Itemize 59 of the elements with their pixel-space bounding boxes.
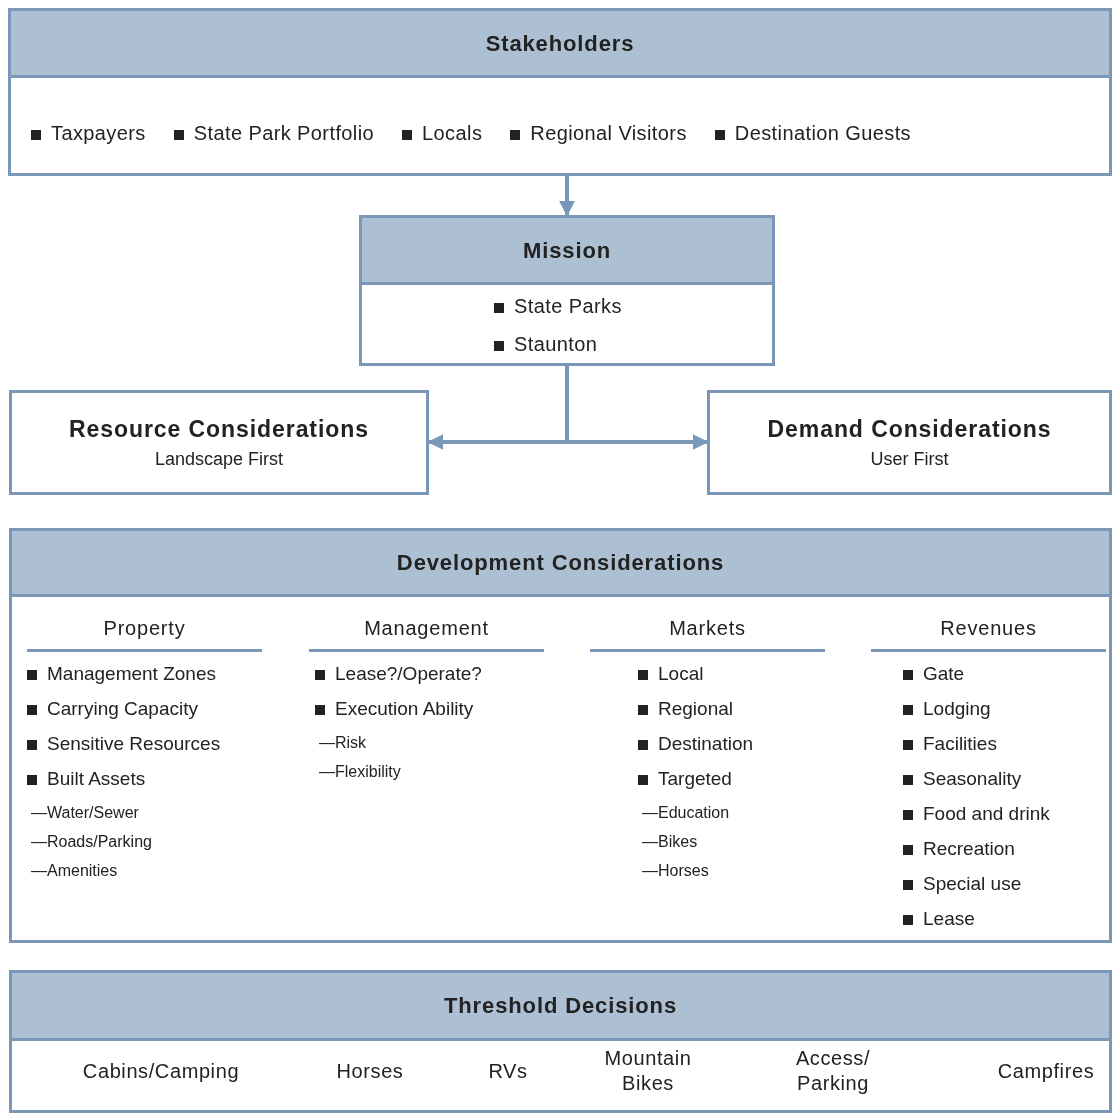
- list-item: Execution Ability: [315, 697, 544, 732]
- decision-item: Mountain Bikes: [603, 1046, 693, 1096]
- list-item: Management Zones: [27, 662, 262, 697]
- decision-item: Campfires: [997, 1058, 1095, 1084]
- list-item: Gate: [903, 662, 1106, 697]
- list-item: Locals: [402, 118, 483, 148]
- sub-item: —Education: [641, 803, 731, 823]
- list-item: Targeted: [638, 767, 825, 802]
- heading: Threshold Decisions: [443, 992, 678, 1020]
- column-heading: Markets: [590, 613, 825, 652]
- panel-box: [8, 8, 1112, 176]
- decision-item: Cabins/Camping: [82, 1058, 240, 1084]
- heading: Resource Considerations: [69, 414, 369, 444]
- subtitle: Landscape First: [154, 448, 284, 472]
- list-item: Destination Guests: [714, 118, 911, 148]
- list-item: Food and drink: [903, 802, 1106, 837]
- sub-item: —Bikes: [641, 832, 699, 852]
- panel-box: [9, 970, 1112, 1113]
- list-item: Seasonality: [903, 767, 1106, 802]
- panel-box: [9, 528, 1112, 943]
- arrow: [559, 176, 575, 217]
- list-item: Taxpayers: [31, 118, 146, 148]
- list-item: Special use: [903, 872, 1106, 907]
- column-heading: Revenues: [871, 613, 1106, 652]
- sub-item: —Flexibility: [318, 762, 402, 782]
- list-item: Sensitive Resources: [27, 732, 262, 767]
- panel-box: [359, 215, 775, 366]
- list-item: Carrying Capacity: [27, 697, 262, 732]
- list-item: Recreation: [903, 837, 1106, 872]
- decision-item: RVs: [488, 1058, 528, 1084]
- sub-item: —Roads/Parking: [30, 832, 153, 852]
- list-item: Lease?/Operate?: [315, 662, 544, 697]
- list-item: Regional Visitors: [510, 118, 687, 148]
- list-item: State Parks: [494, 291, 622, 321]
- sub-item: —Risk: [318, 733, 368, 753]
- arrow: [565, 366, 709, 450]
- list-item: Facilities: [903, 732, 1106, 767]
- sub-item: —Water/Sewer: [30, 803, 140, 823]
- column-heading: Management: [309, 613, 544, 652]
- decision-item: Horses: [336, 1058, 404, 1084]
- heading: Development Considerations: [396, 549, 725, 577]
- list-item: Local: [638, 662, 825, 697]
- panel-box: [9, 390, 429, 495]
- panel-box: [707, 390, 1112, 495]
- list-item: Lease: [903, 907, 1106, 942]
- decision-item: Access/ Parking: [794, 1046, 872, 1096]
- list-item: Destination: [638, 732, 825, 767]
- list-item: Lodging: [903, 697, 1106, 732]
- column-heading: Property: [27, 613, 262, 652]
- list-item: Regional: [638, 697, 825, 732]
- sub-item: —Horses: [641, 861, 710, 881]
- heading: Demand Considerations: [767, 414, 1052, 444]
- list-item: Built Assets: [27, 767, 262, 802]
- heading: Mission: [522, 236, 612, 265]
- sub-item: —Amenities: [30, 861, 119, 881]
- list-item: State Park Portfolio: [173, 118, 375, 148]
- list-item: Staunton: [494, 329, 622, 359]
- heading: Stakeholders: [485, 29, 635, 58]
- subtitle: User First: [870, 448, 949, 472]
